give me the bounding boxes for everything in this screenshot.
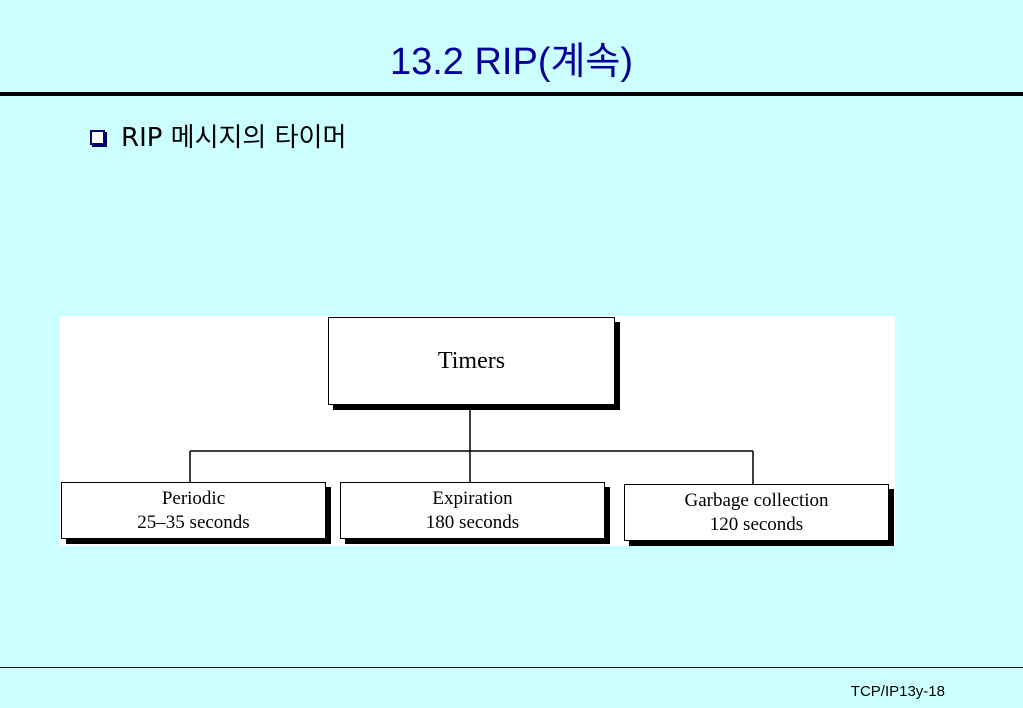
garbage-collection-node: Garbage collection 120 seconds (624, 484, 889, 541)
expiration-node: Expiration 180 seconds (340, 482, 605, 539)
slide-footer: TCP/IP13y-18 (850, 683, 945, 700)
garbage-collection-detail: 120 seconds (709, 513, 804, 535)
periodic-detail: 25–35 seconds (137, 511, 250, 533)
garbage-collection-label: Garbage collection (684, 489, 829, 511)
timers-label: Timers (437, 347, 506, 374)
bullet-text: RIP 메시지의 타이머 (121, 123, 347, 153)
periodic-node: Periodic 25–35 seconds (61, 482, 326, 539)
expiration-detail: 180 seconds (425, 511, 520, 533)
bullet-item: RIP 메시지의 타이머 (90, 117, 346, 154)
footer-divider (0, 667, 1023, 668)
title-divider (0, 92, 1023, 96)
timers-node: Timers (328, 317, 615, 405)
expiration-label: Expiration (432, 487, 513, 509)
slide-title: 13.2 RIP(계속) (389, 41, 634, 83)
connector-lines (189, 406, 754, 484)
square-bullet-icon (90, 130, 105, 145)
periodic-label: Periodic (161, 487, 226, 509)
timers-diagram: Timers Periodic 25–35 seconds Expiration… (60, 316, 895, 546)
